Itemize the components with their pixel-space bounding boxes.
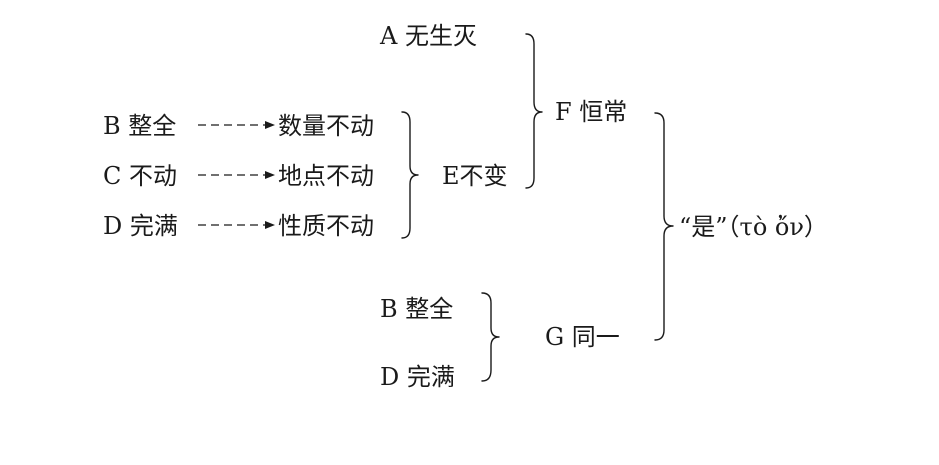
brace-to-e [401, 111, 419, 239]
node-place-unmoved: 地点不动 [278, 162, 374, 190]
node-e: E不变 [442, 162, 508, 190]
node-being: “是”（τὸ ὄν） [679, 213, 828, 241]
node-b-lower: B 整全 [380, 295, 454, 323]
node-g: G 同一 [545, 323, 620, 351]
node-d-left: D 完满 [103, 212, 178, 240]
brace-to-f [525, 33, 543, 189]
node-quality-unmoved: 性质不动 [278, 212, 374, 240]
node-b-left: B 整全 [103, 112, 177, 140]
brace-to-g [481, 292, 500, 382]
node-a: A 无生灭 [380, 22, 477, 50]
node-quantity-unmoved: 数量不动 [278, 112, 374, 140]
node-f: F 恒常 [555, 98, 628, 126]
brace-to-being [654, 112, 674, 341]
node-c-left: C 不动 [103, 162, 177, 190]
node-d-lower: D 完满 [380, 363, 455, 391]
